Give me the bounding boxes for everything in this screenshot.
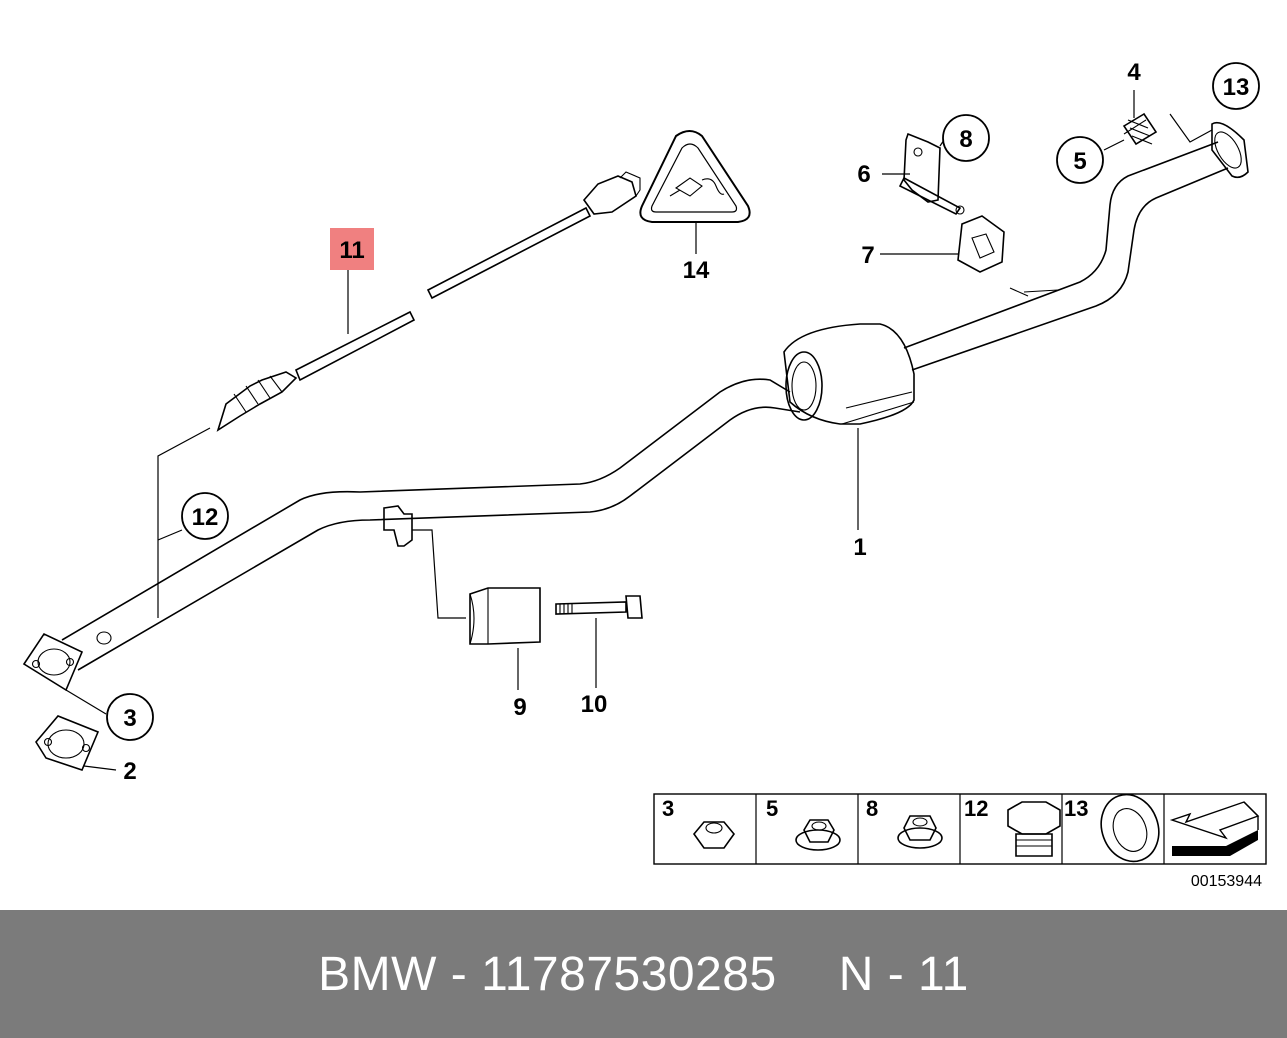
oxygen-sensor: [216, 171, 641, 432]
callout-label-11: 11: [339, 237, 364, 264]
flange-nut-icon: [795, 819, 841, 851]
seal-ring-icon: [1100, 793, 1160, 863]
direction-arrow-icon: [1169, 801, 1260, 856]
legend-label-8: 8: [866, 796, 878, 821]
flange-nut-8-icon: [897, 815, 943, 849]
callout-label-10: 10: [581, 691, 608, 718]
hanger-bracket: [898, 132, 965, 216]
callout-label-8: 8: [959, 126, 972, 153]
exhaust-pipe: [22, 121, 1249, 692]
footer-part-number: BMW - 11787530285: [318, 947, 777, 1001]
callout-circle-8: [942, 114, 990, 162]
parts-legend: 3 5 8 12 13: [653, 793, 1267, 865]
diagram-reference-number: 00153944: [1191, 873, 1262, 890]
callout-label-14: 14: [683, 257, 710, 284]
rubber-mount: [957, 215, 1005, 273]
callout-circle-3: [106, 693, 154, 741]
leader-lines: [65, 90, 1213, 771]
gasket: [35, 715, 100, 771]
hex-nut-icon: [692, 821, 736, 849]
plug-icon: [1007, 801, 1061, 857]
warning-triangle-icon: [639, 130, 751, 223]
callout-label-3: 3: [123, 705, 136, 732]
callout-label-13: 13: [1223, 74, 1250, 101]
callout-label-4: 4: [1127, 59, 1141, 86]
sleeve: [469, 587, 541, 645]
callout-circle-12: [181, 492, 229, 540]
callout-label-7: 7: [861, 242, 874, 269]
spring-nut: [1122, 112, 1158, 146]
callout-label-6: 6: [857, 161, 870, 188]
legend-label-12: 12: [964, 796, 988, 821]
footer-position: N - 11: [838, 947, 969, 1001]
callout-circle-13: [1212, 62, 1260, 110]
callout-circle-5: [1056, 136, 1104, 184]
callout-label-2: 2: [123, 758, 136, 785]
legend-label-13: 13: [1064, 796, 1088, 821]
highlight-box: [330, 228, 374, 270]
callout-label-5: 5: [1073, 148, 1086, 175]
callout-label-1: 1: [853, 534, 866, 561]
exhaust-parts-diagram: 13 4 5 8 6 7 14 11 1 12 3 2 9 10 3 5 8 1…: [22, 59, 1267, 890]
callout-label-12: 12: [192, 504, 219, 531]
bolt: [555, 595, 643, 619]
footer-bar: BMW - 11787530285 N - 11: [0, 910, 1287, 1038]
legend-label-5: 5: [766, 796, 778, 821]
callout-label-9: 9: [513, 694, 526, 721]
legend-label-3: 3: [662, 796, 674, 821]
